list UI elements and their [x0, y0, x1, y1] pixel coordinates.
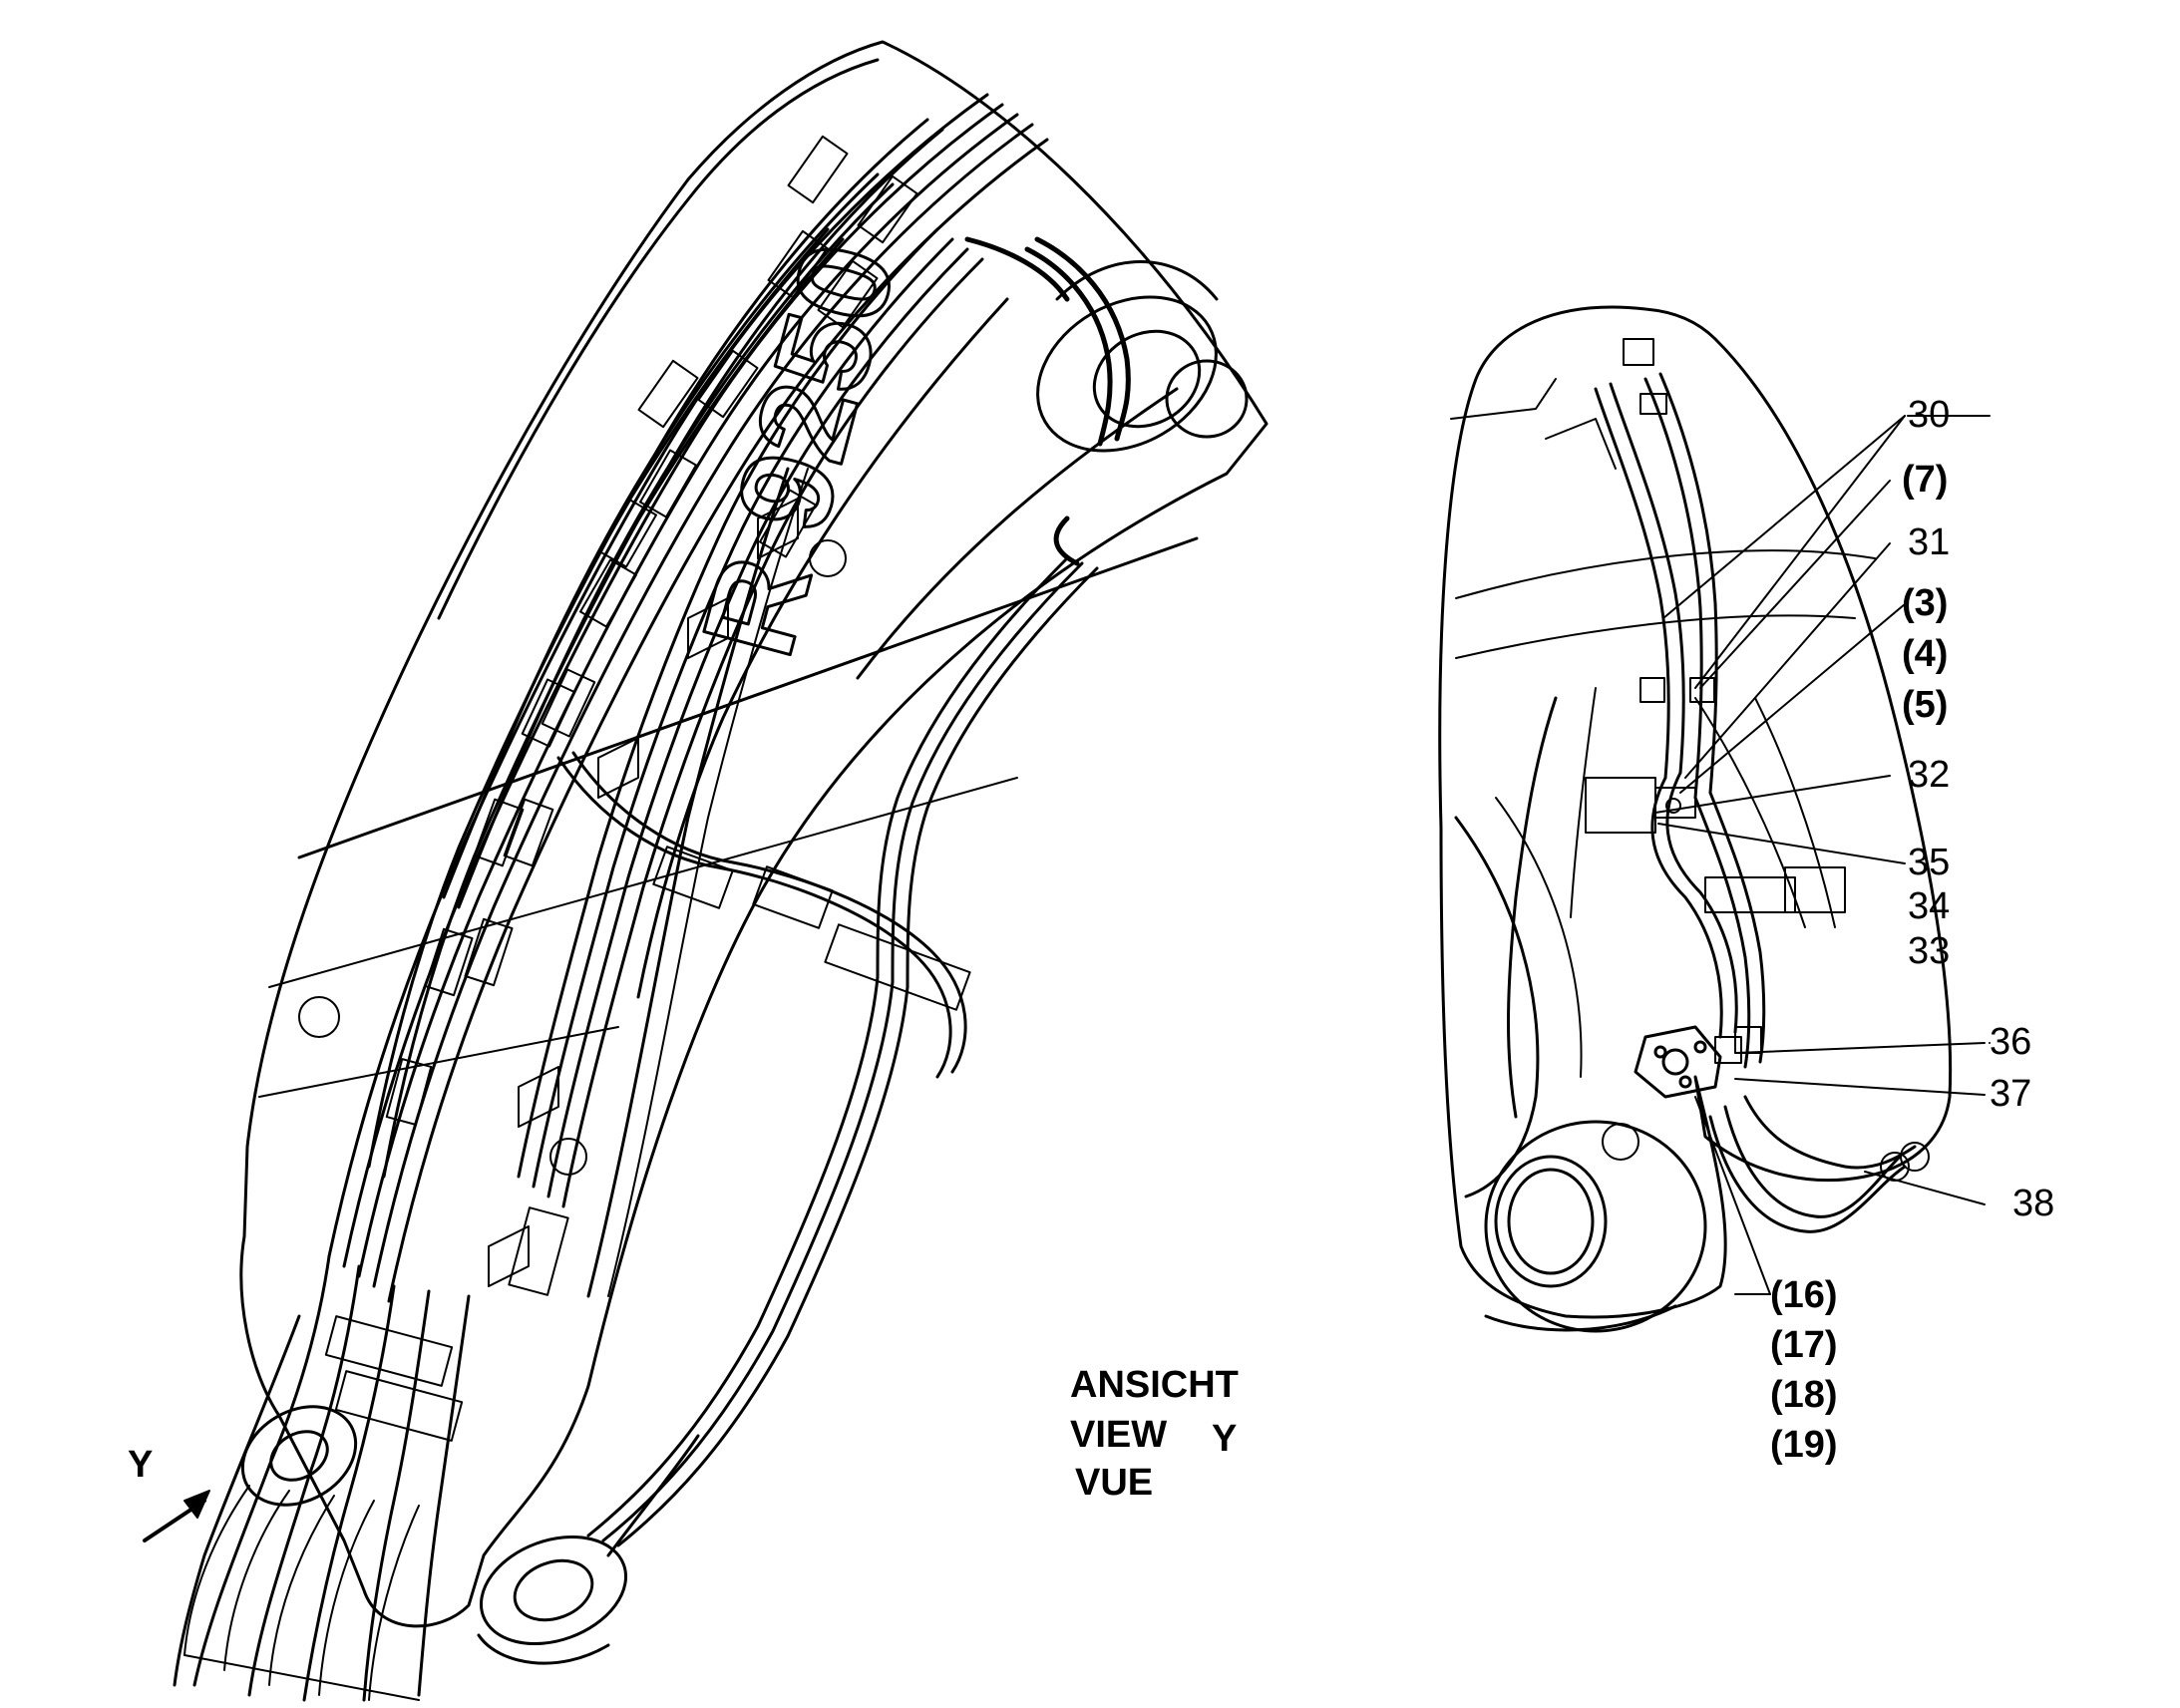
callout-3: (3) [1902, 582, 1949, 624]
view-arrow [143, 1490, 210, 1542]
callout-16: (16) [1770, 1274, 1838, 1316]
callout-34: 34 [1908, 885, 1951, 927]
view-marker-label: Y [128, 1444, 154, 1486]
detail-view-y [1438, 305, 1991, 1333]
hose-bundle-left [173, 93, 1049, 1702]
callout-17: (17) [1770, 1324, 1838, 1366]
detail-fittings [1585, 338, 1930, 1182]
boom-lower-eye [240, 1405, 358, 1507]
hose-manifold [324, 1206, 569, 1442]
callout-5: (5) [1902, 684, 1949, 726]
callout-38: 38 [2012, 1183, 2055, 1224]
detail-hoses [1594, 372, 1917, 1233]
detail-outline [1438, 305, 1953, 1319]
boom-foot-pivot [477, 1434, 700, 1665]
callout-33: 33 [1908, 930, 1951, 972]
detail-eye-outer [1484, 1120, 1707, 1333]
hose-clamps [385, 135, 971, 1126]
callout-35: 35 [1908, 842, 1951, 883]
leader-lines [1654, 415, 1991, 1295]
callout-37: 37 [1990, 1073, 2032, 1115]
view-caption-ansicht: ANSICHT [1070, 1364, 1239, 1406]
hose-fan-bottom [183, 1485, 420, 1701]
callout-7: (7) [1902, 459, 1949, 501]
hose-bundle-center [517, 227, 984, 1208]
callout-30: 30 [1908, 394, 1951, 436]
view-caption-view: VIEW [1070, 1414, 1168, 1456]
view-caption-vue: VUE [1075, 1462, 1154, 1504]
callout-19: (19) [1770, 1424, 1838, 1466]
boom-outline [239, 40, 1269, 1628]
callout-18: (18) [1770, 1374, 1838, 1416]
callout-4: (4) [1902, 633, 1949, 675]
detail-flange [1634, 1025, 1722, 1099]
view-caption-letter: Y [1212, 1418, 1238, 1460]
callout-32: 32 [1908, 754, 1951, 796]
lug-plates [298, 498, 847, 1287]
callout-31: 31 [1908, 521, 1951, 563]
callout-36: 36 [1990, 1021, 2032, 1063]
